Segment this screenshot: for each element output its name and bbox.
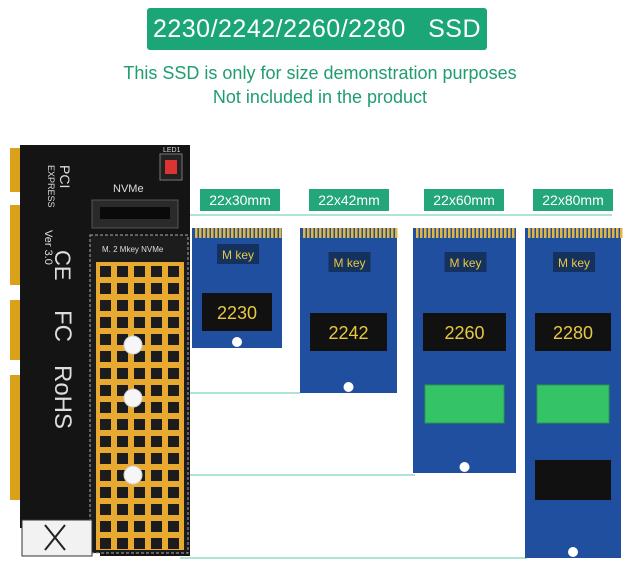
m-key-label: M key [222, 248, 254, 262]
brand-express-text: EXPRESS [46, 165, 56, 208]
nvme-slot-label: NVMe [113, 183, 144, 195]
ssd-2260: M key 2260 [413, 228, 516, 473]
size-tag-2242: 22x42mm [309, 189, 389, 211]
size-tag-2260: 22x60mm [424, 189, 504, 211]
m-key-label: M key [558, 256, 590, 270]
ce-mark: CE [50, 250, 75, 281]
ssd-2280: M key 2280 [525, 228, 623, 558]
title-banner: 2230/2242/2260/2280 SSD [147, 8, 487, 50]
rohs-mark: RoHS [49, 365, 76, 429]
model-number: 2242 [328, 323, 368, 343]
fc-mark: FC [49, 310, 76, 342]
pcie-adapter-card: PCI EXPRESS Ver 3.0 NVMe M. 2 Mkey NVMe … [10, 145, 190, 557]
ssd-2242: M key 2242 [300, 228, 398, 393]
mkey-label: M. 2 Mkey NVMe [102, 245, 164, 254]
m-key-label: M key [334, 256, 366, 270]
led-label: LED1 [163, 147, 181, 154]
version-text: Ver 3.0 [42, 230, 54, 265]
notice-line-1: This SSD is only for size demonstration … [123, 63, 517, 83]
notice-line-2: Not included in the product [212, 87, 428, 107]
model-number: 2280 [553, 323, 593, 343]
model-number: 2230 [217, 303, 257, 323]
brand-pci-text: PCI [57, 165, 73, 188]
m-key-label: M key [450, 256, 482, 270]
size-tag-2280: 22x80mm [533, 189, 613, 211]
model-number: 2260 [444, 323, 484, 343]
size-tag-2230: 22x30mm [200, 189, 280, 211]
ssd-2230: M key 2230 [192, 228, 282, 348]
